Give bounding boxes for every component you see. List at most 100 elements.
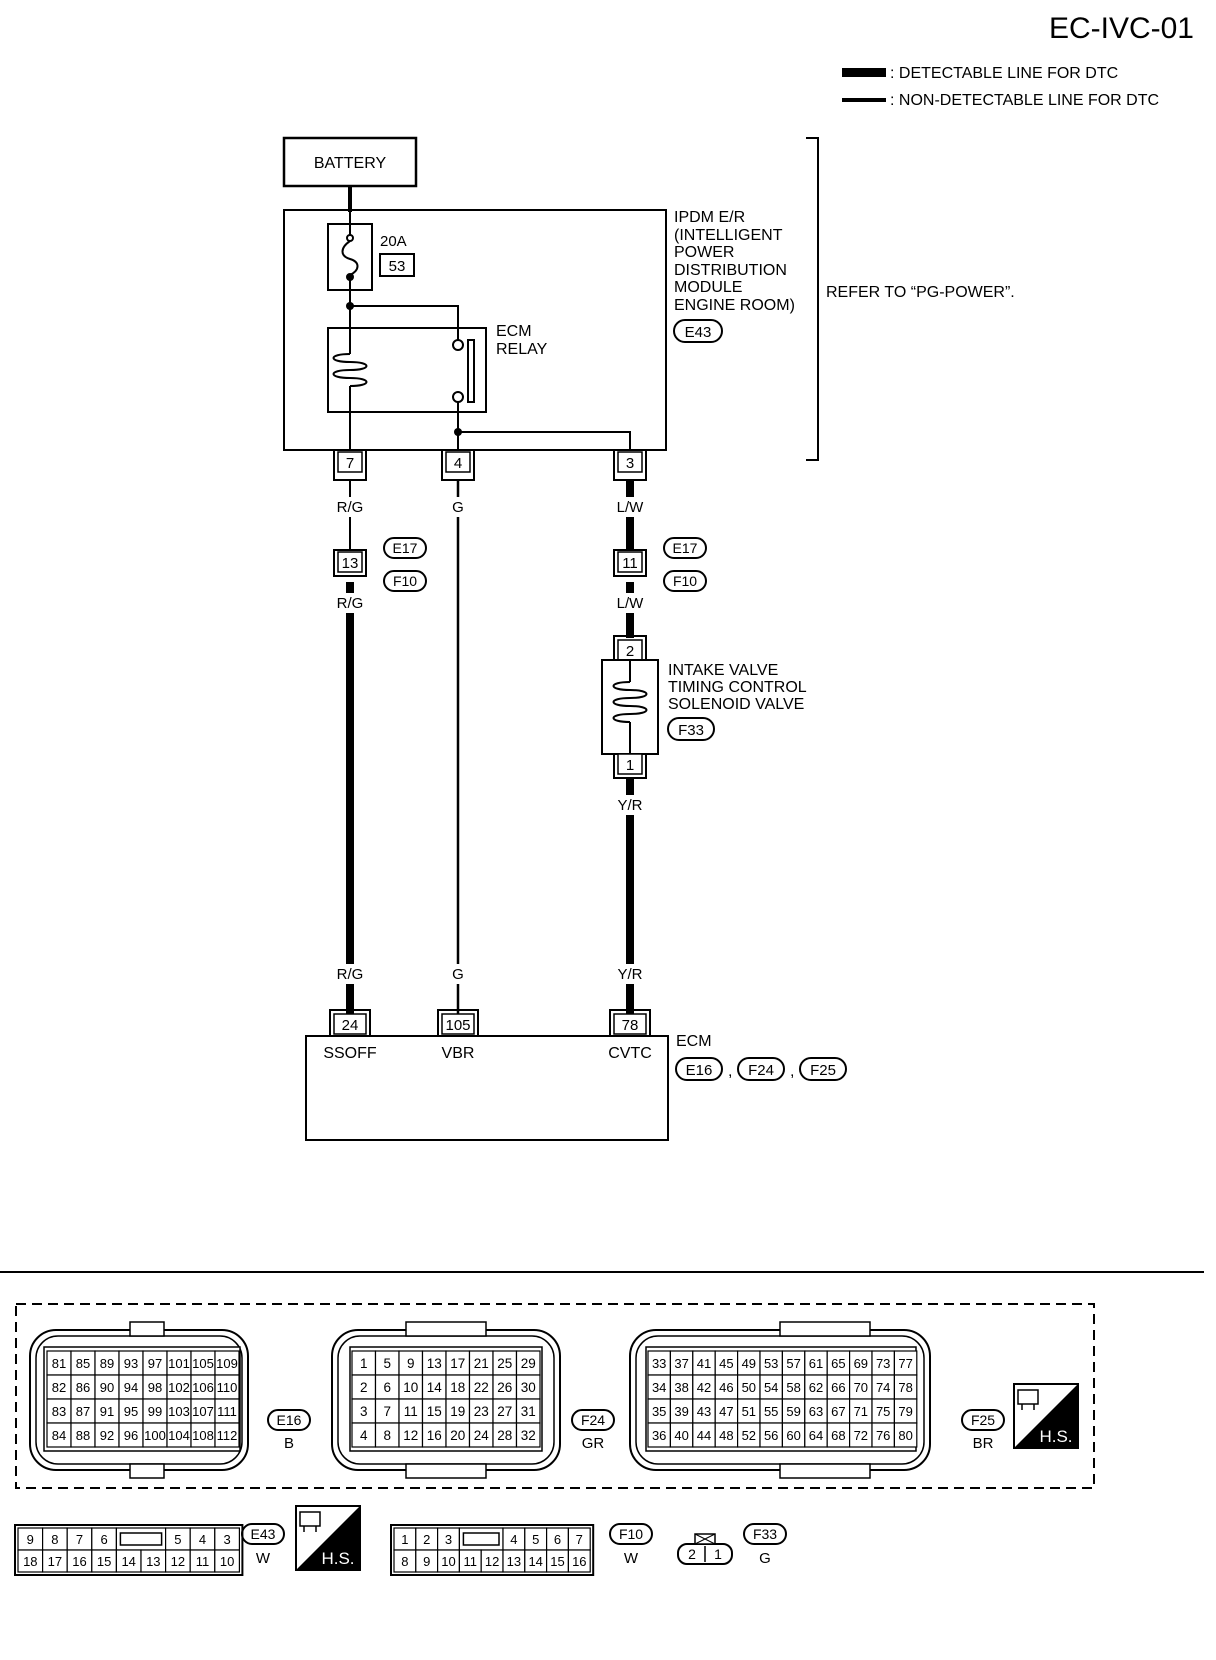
ipdm-terminal-4: 4	[441, 450, 475, 481]
badge-f33	[743, 1523, 787, 1545]
ipdm-connector-badge	[673, 319, 723, 343]
pin-number: 6	[100, 1532, 107, 1547]
pin-number: 100	[144, 1428, 166, 1443]
pin-number: 17	[48, 1554, 62, 1569]
pin-cell	[214, 1398, 240, 1424]
pin-number: 10	[220, 1554, 234, 1569]
pin-number: 29	[521, 1356, 536, 1371]
f33-pin-2: 2	[688, 1546, 696, 1562]
pin-number: 4	[510, 1532, 517, 1547]
pin-number: 7	[76, 1532, 83, 1547]
pin-number: 70	[854, 1380, 868, 1395]
pin-number: 16	[427, 1428, 442, 1443]
pin-number: 3	[223, 1532, 230, 1547]
pin-number: 13	[507, 1554, 521, 1569]
connector-latch-slot	[119, 1532, 163, 1546]
pin-cell	[118, 1422, 144, 1448]
pin-number: 49	[742, 1356, 756, 1371]
svg-text:F33: F33	[753, 1526, 777, 1542]
pin-cell	[94, 1422, 120, 1448]
pin-number: 56	[764, 1428, 778, 1443]
svg-text:H.S.: H.S.	[1039, 1427, 1072, 1446]
relay-armature	[467, 339, 475, 403]
pin-cell	[893, 1422, 918, 1448]
ecm-badge-e16	[675, 1057, 723, 1081]
fuse-rating: 20A	[380, 233, 407, 250]
joint-connector-11: 11	[613, 549, 647, 577]
pin-cell	[142, 1350, 168, 1376]
pin-number: 89	[100, 1356, 114, 1371]
relay-coil	[332, 353, 368, 387]
pin-number: 30	[521, 1380, 536, 1395]
svg-text:F25: F25	[971, 1412, 995, 1428]
pin-number: 34	[652, 1380, 666, 1395]
relay-label-2: RELAY	[496, 341, 548, 358]
pin-number: 15	[427, 1404, 442, 1419]
svg-text:7: 7	[346, 455, 354, 472]
solenoid-valve: 2 1	[601, 635, 659, 779]
pin-number: 54	[764, 1380, 778, 1395]
connector-f33-pins: 2 1	[677, 1533, 733, 1565]
pin-number: 13	[427, 1356, 442, 1371]
pin-number: 37	[674, 1356, 688, 1371]
svg-text:78: 78	[622, 1017, 639, 1034]
wire-color-rg-1: R/G	[337, 499, 364, 516]
badge-f25	[961, 1409, 1005, 1431]
pin-number: 63	[809, 1404, 823, 1419]
pin-number: 38	[674, 1380, 688, 1395]
pin-number: 2	[423, 1532, 430, 1547]
svg-text:,: ,	[790, 1063, 794, 1080]
pin-number: 66	[831, 1380, 845, 1395]
f10-color: W	[624, 1550, 639, 1567]
pin-number: 27	[497, 1404, 512, 1419]
pin-number: 111	[217, 1404, 237, 1419]
pin-number: 59	[786, 1404, 800, 1419]
pin-number: 52	[742, 1428, 756, 1443]
legend: : DETECTABLE LINE FOR DTC : NON-DETECTAB…	[842, 65, 1159, 109]
solenoid-label-1: INTAKE VALVE	[668, 662, 778, 679]
pin-number: 47	[719, 1404, 733, 1419]
ipdm-terminal-3: 3	[613, 450, 647, 481]
pin-number: 4	[199, 1532, 206, 1547]
legend-thin-line	[842, 98, 886, 102]
pin-number: 84	[52, 1428, 66, 1443]
pin-cell	[166, 1374, 192, 1400]
badge-e43	[241, 1523, 285, 1545]
wire-color-yr-1: Y/R	[617, 797, 642, 814]
pin-number: 85	[76, 1356, 90, 1371]
pin-number: 13	[146, 1554, 160, 1569]
pin-cell	[46, 1398, 72, 1424]
solenoid-coil	[612, 681, 648, 723]
pin-number: 5	[532, 1532, 539, 1547]
pin-number: 6	[383, 1380, 391, 1395]
solenoid-label-3: SOLENOID VALVE	[668, 696, 804, 713]
pin-number: 98	[148, 1380, 162, 1395]
badge-e17-right	[663, 537, 707, 559]
pin-number: 64	[809, 1428, 823, 1443]
pin-number: 11	[404, 1404, 418, 1419]
pin-number: 104	[168, 1428, 190, 1443]
pin-number: 51	[742, 1404, 756, 1419]
svg-text:E17: E17	[393, 540, 418, 556]
pin-cell	[190, 1422, 216, 1448]
pin-number: 71	[854, 1404, 868, 1419]
fuse-number: 53	[389, 258, 406, 275]
e16-color: B	[284, 1435, 294, 1452]
svg-text:3: 3	[626, 455, 634, 472]
pin-number: 39	[674, 1404, 688, 1419]
badge-f10-left	[383, 570, 427, 592]
pin-number: 50	[742, 1380, 756, 1395]
svg-text:(INTELLIGENT: (INTELLIGENT	[674, 227, 783, 244]
pin-number: 9	[407, 1356, 415, 1371]
pin-number: 106	[192, 1380, 214, 1395]
wire-color-rg-3: R/G	[337, 966, 364, 983]
pin-cell	[142, 1398, 168, 1424]
pin-number: 9	[423, 1554, 430, 1569]
ecm-signal-cvtc: CVTC	[608, 1045, 652, 1062]
ecm-terminal-105: 105	[437, 1009, 479, 1036]
ipdm-box	[283, 209, 667, 451]
ecm-relay-box	[327, 327, 487, 413]
f25-color: BR	[973, 1435, 994, 1452]
